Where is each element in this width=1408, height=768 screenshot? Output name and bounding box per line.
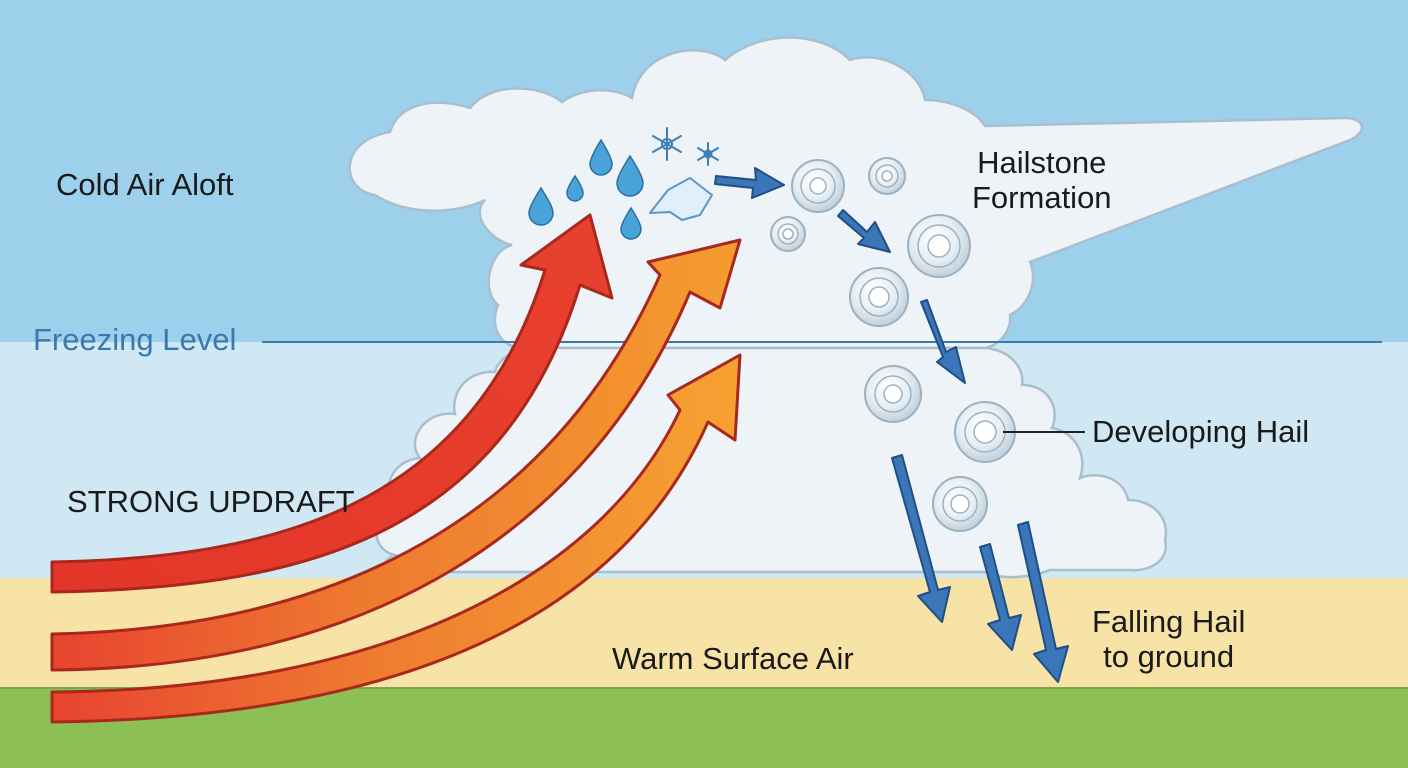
hailstone-icon bbox=[770, 157, 1016, 532]
hailstone-formation-line1: Hailstone bbox=[977, 145, 1107, 180]
updraft-arrow-red bbox=[50, 213, 614, 594]
updraft-arrow-orange-lower bbox=[50, 353, 742, 724]
falling-hail-label: Falling Hail to ground bbox=[1092, 604, 1246, 674]
falling-hail-arrows bbox=[891, 454, 1069, 683]
water-drop-icon bbox=[528, 138, 644, 240]
cold-air-aloft-label: Cold Air Aloft bbox=[56, 167, 234, 202]
freezing-level-label: Freezing Level bbox=[33, 322, 237, 357]
snowflake-icon bbox=[652, 127, 719, 166]
updraft-arrow-orange-upper bbox=[50, 238, 742, 672]
developing-hail-label: Developing Hail bbox=[1092, 414, 1310, 449]
warm-surface-air-label: Warm Surface Air bbox=[612, 641, 854, 676]
ice-crystal-icon bbox=[649, 177, 713, 221]
hailstone-formation-line2: Formation bbox=[972, 179, 1112, 215]
falling-hail-line2: to ground bbox=[1103, 638, 1235, 674]
falling-hail-line1: Falling Hail bbox=[1092, 604, 1246, 639]
hailstone-formation-label: Hailstone Formation bbox=[972, 145, 1112, 215]
strong-updraft-label: STRONG UPDRAFT bbox=[67, 484, 355, 519]
down-arrow-icon bbox=[714, 167, 966, 384]
